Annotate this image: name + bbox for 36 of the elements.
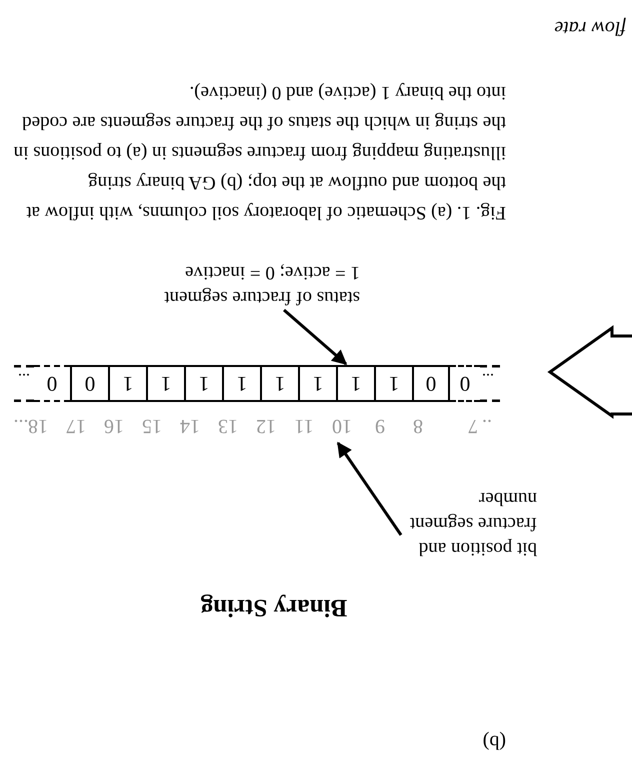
panel-label: flow rate — [553, 16, 626, 39]
bit-cell: 1 — [260, 365, 298, 402]
ellipsis: ... — [481, 369, 495, 387]
diagram-title: Binary String — [200, 593, 348, 621]
annotation-text: 1 = active; 0 = inactive — [184, 261, 360, 285]
arrow — [336, 442, 402, 536]
bit-cell: 1 — [146, 365, 184, 402]
arrow — [283, 308, 348, 366]
ellipsis: ... — [12, 414, 28, 437]
bit-cell: 0 — [412, 365, 450, 402]
bit-cell: 1 — [222, 365, 260, 402]
bit-position-number: 11 — [293, 414, 315, 437]
bit-position-number: 10 — [325, 414, 359, 437]
bit-cell: 0 — [70, 365, 108, 402]
bit-position-number: 9 — [374, 414, 386, 437]
panel-label: (b) — [482, 730, 506, 753]
bit-position-number: 8 — [412, 414, 424, 437]
bit-position-number: 14 — [179, 414, 201, 437]
bit-cell: 1 — [374, 365, 412, 402]
figure-caption: Fig. 1. (a) Schematic of laboratory soil columns, with inflow at the bottom and outflow at the top; (b) GA binary string illustrating mapping from fracture segments in (a) to positions in the string in which the status of the fracture segments are coded into the binary 1 (active) and 0 (inactive). — [12, 81, 506, 225]
bit-cell: 1 — [184, 365, 222, 402]
annotation-text: bit position and fracture segment number — [408, 487, 537, 561]
bit-position-number: 17 — [65, 414, 87, 437]
ellipsis: ... — [17, 369, 31, 387]
open-bit-cell: 0 — [34, 365, 70, 402]
bit-position-number: 13 — [217, 414, 239, 437]
annotation-text: status of fracture segment — [163, 286, 360, 310]
bit-cell: 1 — [108, 365, 146, 402]
bit-position-number: 12 — [255, 414, 277, 437]
bit-cell: 1 — [336, 365, 374, 402]
bit-cell: 1 — [298, 365, 336, 402]
bit-position-number: 7 — [467, 414, 479, 437]
bit-position-number: 16 — [103, 414, 125, 437]
ellipsis: .. — [481, 414, 493, 437]
bit-position-number: 15 — [141, 414, 163, 437]
open-bit-cell: 0 — [450, 365, 480, 402]
